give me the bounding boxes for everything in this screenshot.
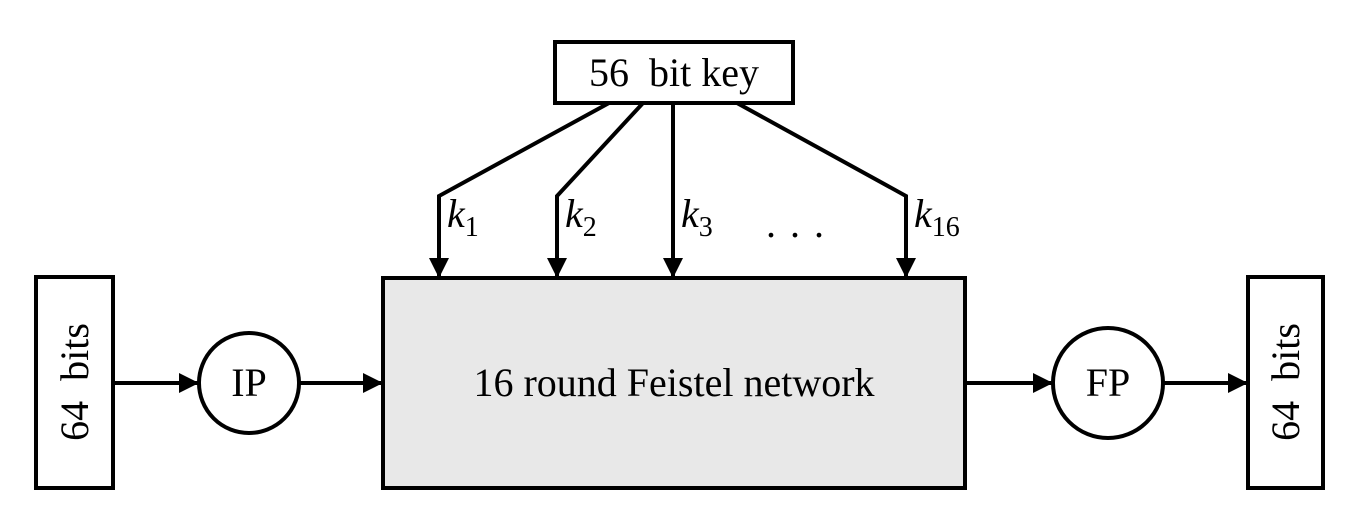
feistel-network-label: 16 round Feistel network: [473, 360, 875, 405]
feistel-network-box: [381, 276, 967, 490]
key-arrow-k1: [429, 101, 610, 278]
round-key-label-k1: k1: [447, 194, 479, 242]
ip-label: IP: [231, 360, 267, 405]
round-keys-ellipsis: . . .: [766, 201, 826, 246]
round-key-k2-base: k: [565, 191, 583, 236]
input-64bits-label: 64 bits: [52, 323, 97, 441]
round-key-k3-sub: 3: [698, 212, 713, 243]
key-box-label: 56 bit key: [589, 49, 759, 95]
key-arrow-k16: [736, 101, 916, 278]
round-key-k1-base: k: [447, 191, 465, 236]
round-key-k16-sub: 16: [931, 212, 960, 243]
round-key-k1-sub: 1: [464, 212, 479, 243]
fp-label: FP: [1085, 360, 1131, 405]
input-64bits-box: [34, 275, 115, 490]
output-64bits-box: [1246, 275, 1325, 490]
round-key-label-k16: k16: [914, 194, 960, 242]
round-key-label-k2: k2: [565, 194, 597, 242]
output-64bits-label: 64 bits: [1263, 323, 1308, 441]
round-key-k2-sub: 2: [582, 212, 597, 243]
round-key-k16-base: k: [914, 191, 932, 236]
round-key-k3-base: k: [681, 191, 699, 236]
key-arrow-k2: [547, 101, 645, 278]
round-key-label-k3: k3: [681, 194, 713, 242]
